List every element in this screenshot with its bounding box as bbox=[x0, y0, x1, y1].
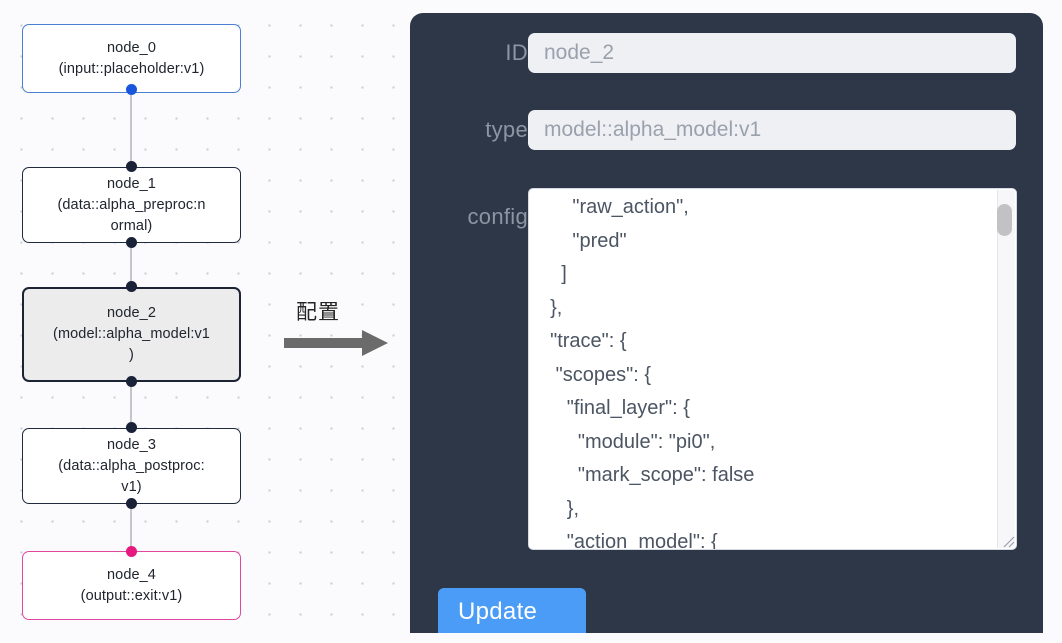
id-input[interactable] bbox=[528, 33, 1016, 73]
graph-node-node_2[interactable]: node_2 (model::alpha_model:v1 ) bbox=[22, 287, 241, 382]
panel-canvas: ID type config "raw_action", "pred" ] },… bbox=[398, 0, 1062, 643]
update-button[interactable]: Update bbox=[438, 588, 586, 633]
resize-grip-icon[interactable] bbox=[1001, 534, 1015, 548]
transition-arrow-group: 配置 bbox=[284, 296, 396, 364]
graph-node-label: node_2 (model::alpha_model:v1 ) bbox=[53, 305, 210, 363]
config-field-label: config bbox=[467, 204, 528, 229]
field-row-id: ID bbox=[428, 33, 1028, 73]
config-textarea-wrap: "raw_action", "pred" ] }, "trace": { "sc… bbox=[528, 188, 1017, 550]
node2-source-handle[interactable] bbox=[125, 376, 137, 387]
graph-node-node_1[interactable]: node_1 (data::alpha_preproc:n ormal) bbox=[22, 167, 241, 243]
graph-canvas[interactable]: node_0 (input::placeholder:v1) node_1 (d… bbox=[0, 0, 398, 643]
node4-target-handle[interactable] bbox=[125, 546, 137, 557]
edge-node2-node3 bbox=[130, 378, 132, 432]
type-input[interactable] bbox=[528, 110, 1016, 150]
graph-node-label: node_0 (input::placeholder:v1) bbox=[58, 39, 205, 77]
node0-source-handle[interactable] bbox=[125, 84, 137, 95]
node3-source-handle[interactable] bbox=[125, 498, 137, 509]
field-row-type: type bbox=[428, 110, 1028, 150]
node1-source-handle[interactable] bbox=[125, 237, 137, 248]
graph-node-label: node_3 (data::alpha_postproc: v1) bbox=[58, 436, 205, 495]
node3-target-handle[interactable] bbox=[125, 422, 137, 433]
edge-node3-node4 bbox=[130, 500, 132, 553]
type-field-label: type bbox=[485, 117, 528, 142]
arrow-right-icon bbox=[284, 330, 388, 356]
node-config-card: ID type config "raw_action", "pred" ] },… bbox=[410, 13, 1043, 633]
edge-node0-node1 bbox=[130, 90, 132, 172]
graph-node-node_4[interactable]: node_4 (output::exit:v1) bbox=[22, 551, 241, 620]
config-scrollbar-thumb[interactable] bbox=[997, 204, 1012, 236]
graph-node-node_0[interactable]: node_0 (input::placeholder:v1) bbox=[22, 24, 241, 93]
config-textarea[interactable]: "raw_action", "pred" ] }, "trace": { "sc… bbox=[528, 188, 1017, 550]
graph-node-node_3[interactable]: node_3 (data::alpha_postproc: v1) bbox=[22, 428, 241, 504]
id-field-label: ID bbox=[505, 40, 528, 65]
field-row-config: config "raw_action", "pred" ] }, "trace"… bbox=[428, 188, 1028, 550]
node1-target-handle[interactable] bbox=[125, 161, 137, 172]
edge-node1-node2 bbox=[130, 239, 132, 291]
graph-node-label: node_4 (output::exit:v1) bbox=[80, 566, 183, 604]
arrow-label: 配置 bbox=[296, 300, 340, 324]
config-scrollbar-track[interactable] bbox=[997, 190, 1015, 548]
graph-node-label: node_1 (data::alpha_preproc:n ormal) bbox=[57, 175, 206, 234]
node2-target-handle[interactable] bbox=[125, 281, 137, 292]
